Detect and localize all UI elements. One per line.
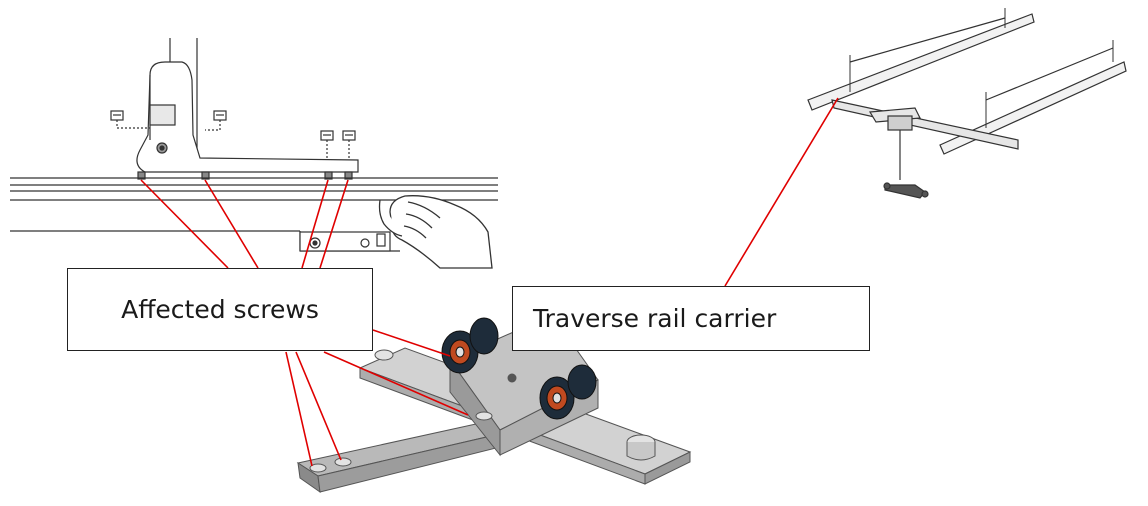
leader-screw-1 [140,179,229,269]
leader-bolt-2 [295,351,342,461]
nut-icon-2 [213,110,227,121]
leader-lines [140,97,839,467]
leader-screw-2 [204,179,259,269]
leader-carrier [724,97,839,287]
affected-screws-callout: Affected screws [67,268,373,351]
nut-icon-4 [342,130,356,141]
nut-icon-3 [320,130,334,141]
leader-bolt-3 [323,351,469,416]
affected-screws-label: Affected screws [121,295,319,324]
wheel-2 [539,364,597,420]
leader-bolt-1 [285,351,313,467]
leader-bolt-4 [372,329,451,357]
nut-icon-1 [110,110,124,121]
traverse-rail-carrier-callout: Traverse rail carrier [512,286,870,351]
traverse-rail-system-drawing [807,8,1127,199]
carriage-3d-drawing [296,314,692,494]
hand-icon [378,195,493,269]
traverse-rail-carrier-label: Traverse rail carrier [533,304,777,333]
leader-screw-3 [301,179,329,269]
leader-screw-4 [319,179,349,269]
bolt-group [309,349,656,473]
wheel-1 [441,317,499,374]
